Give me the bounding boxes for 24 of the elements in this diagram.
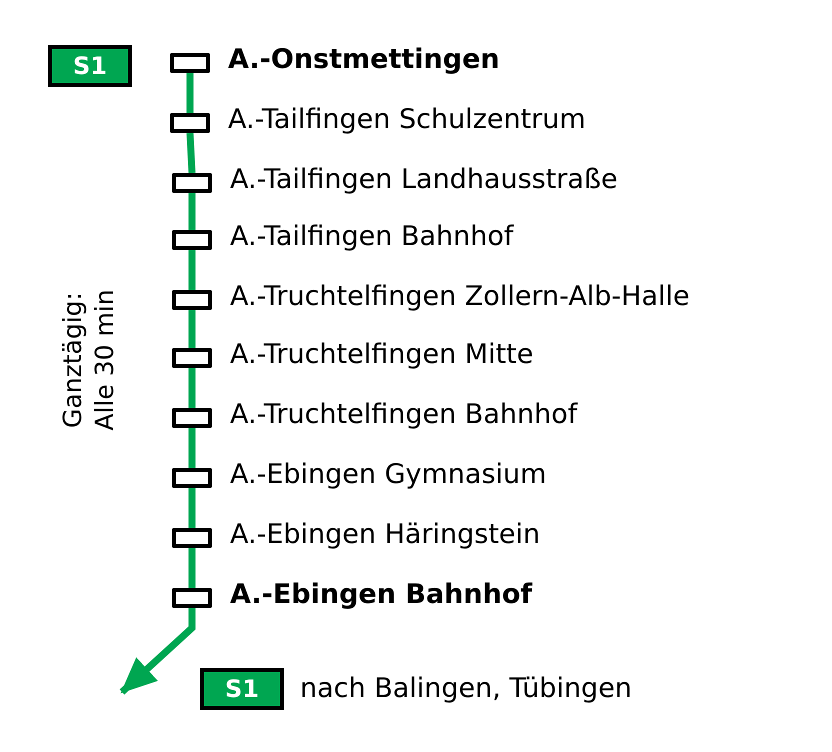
- station-name: A.-Truchtelfingen Bahnhof: [230, 399, 578, 431]
- line-segment: [188, 193, 196, 230]
- station-name: A.-Onstmettingen: [228, 44, 500, 76]
- station-name: A.-Tailfingen Schulzentrum: [228, 104, 586, 136]
- frequency-note: Ganztägig: Alle 30 min: [57, 288, 120, 433]
- station-name: A.-Truchtelfingen Mitte: [230, 339, 534, 371]
- line-segment: [186, 73, 194, 113]
- line-badge: S1: [200, 668, 284, 710]
- line-segment: [188, 368, 196, 408]
- line-segment: [188, 548, 196, 588]
- line-segment: [188, 428, 196, 468]
- station-name: A.-Tailfingen Bahnhof: [230, 221, 514, 253]
- line-segment: [188, 250, 196, 290]
- station-name: A.-Truchtelfingen Zollern-Alb-Halle: [230, 281, 690, 313]
- station-name: A.-Ebingen Bahnhof: [230, 579, 532, 611]
- station-name: A.-Ebingen Gymnasium: [230, 459, 546, 491]
- station-name: A.-Ebingen Häringstein: [230, 519, 540, 551]
- station-name: A.-Tailfingen Landhausstraße: [230, 164, 618, 196]
- line-segment: [188, 310, 196, 348]
- destination-text: nach Balingen, Tübingen: [300, 672, 632, 706]
- line-segment: [186, 132, 196, 174]
- line-badge: S1: [48, 45, 132, 87]
- line-segment: [188, 488, 196, 528]
- arrow: [120, 608, 196, 695]
